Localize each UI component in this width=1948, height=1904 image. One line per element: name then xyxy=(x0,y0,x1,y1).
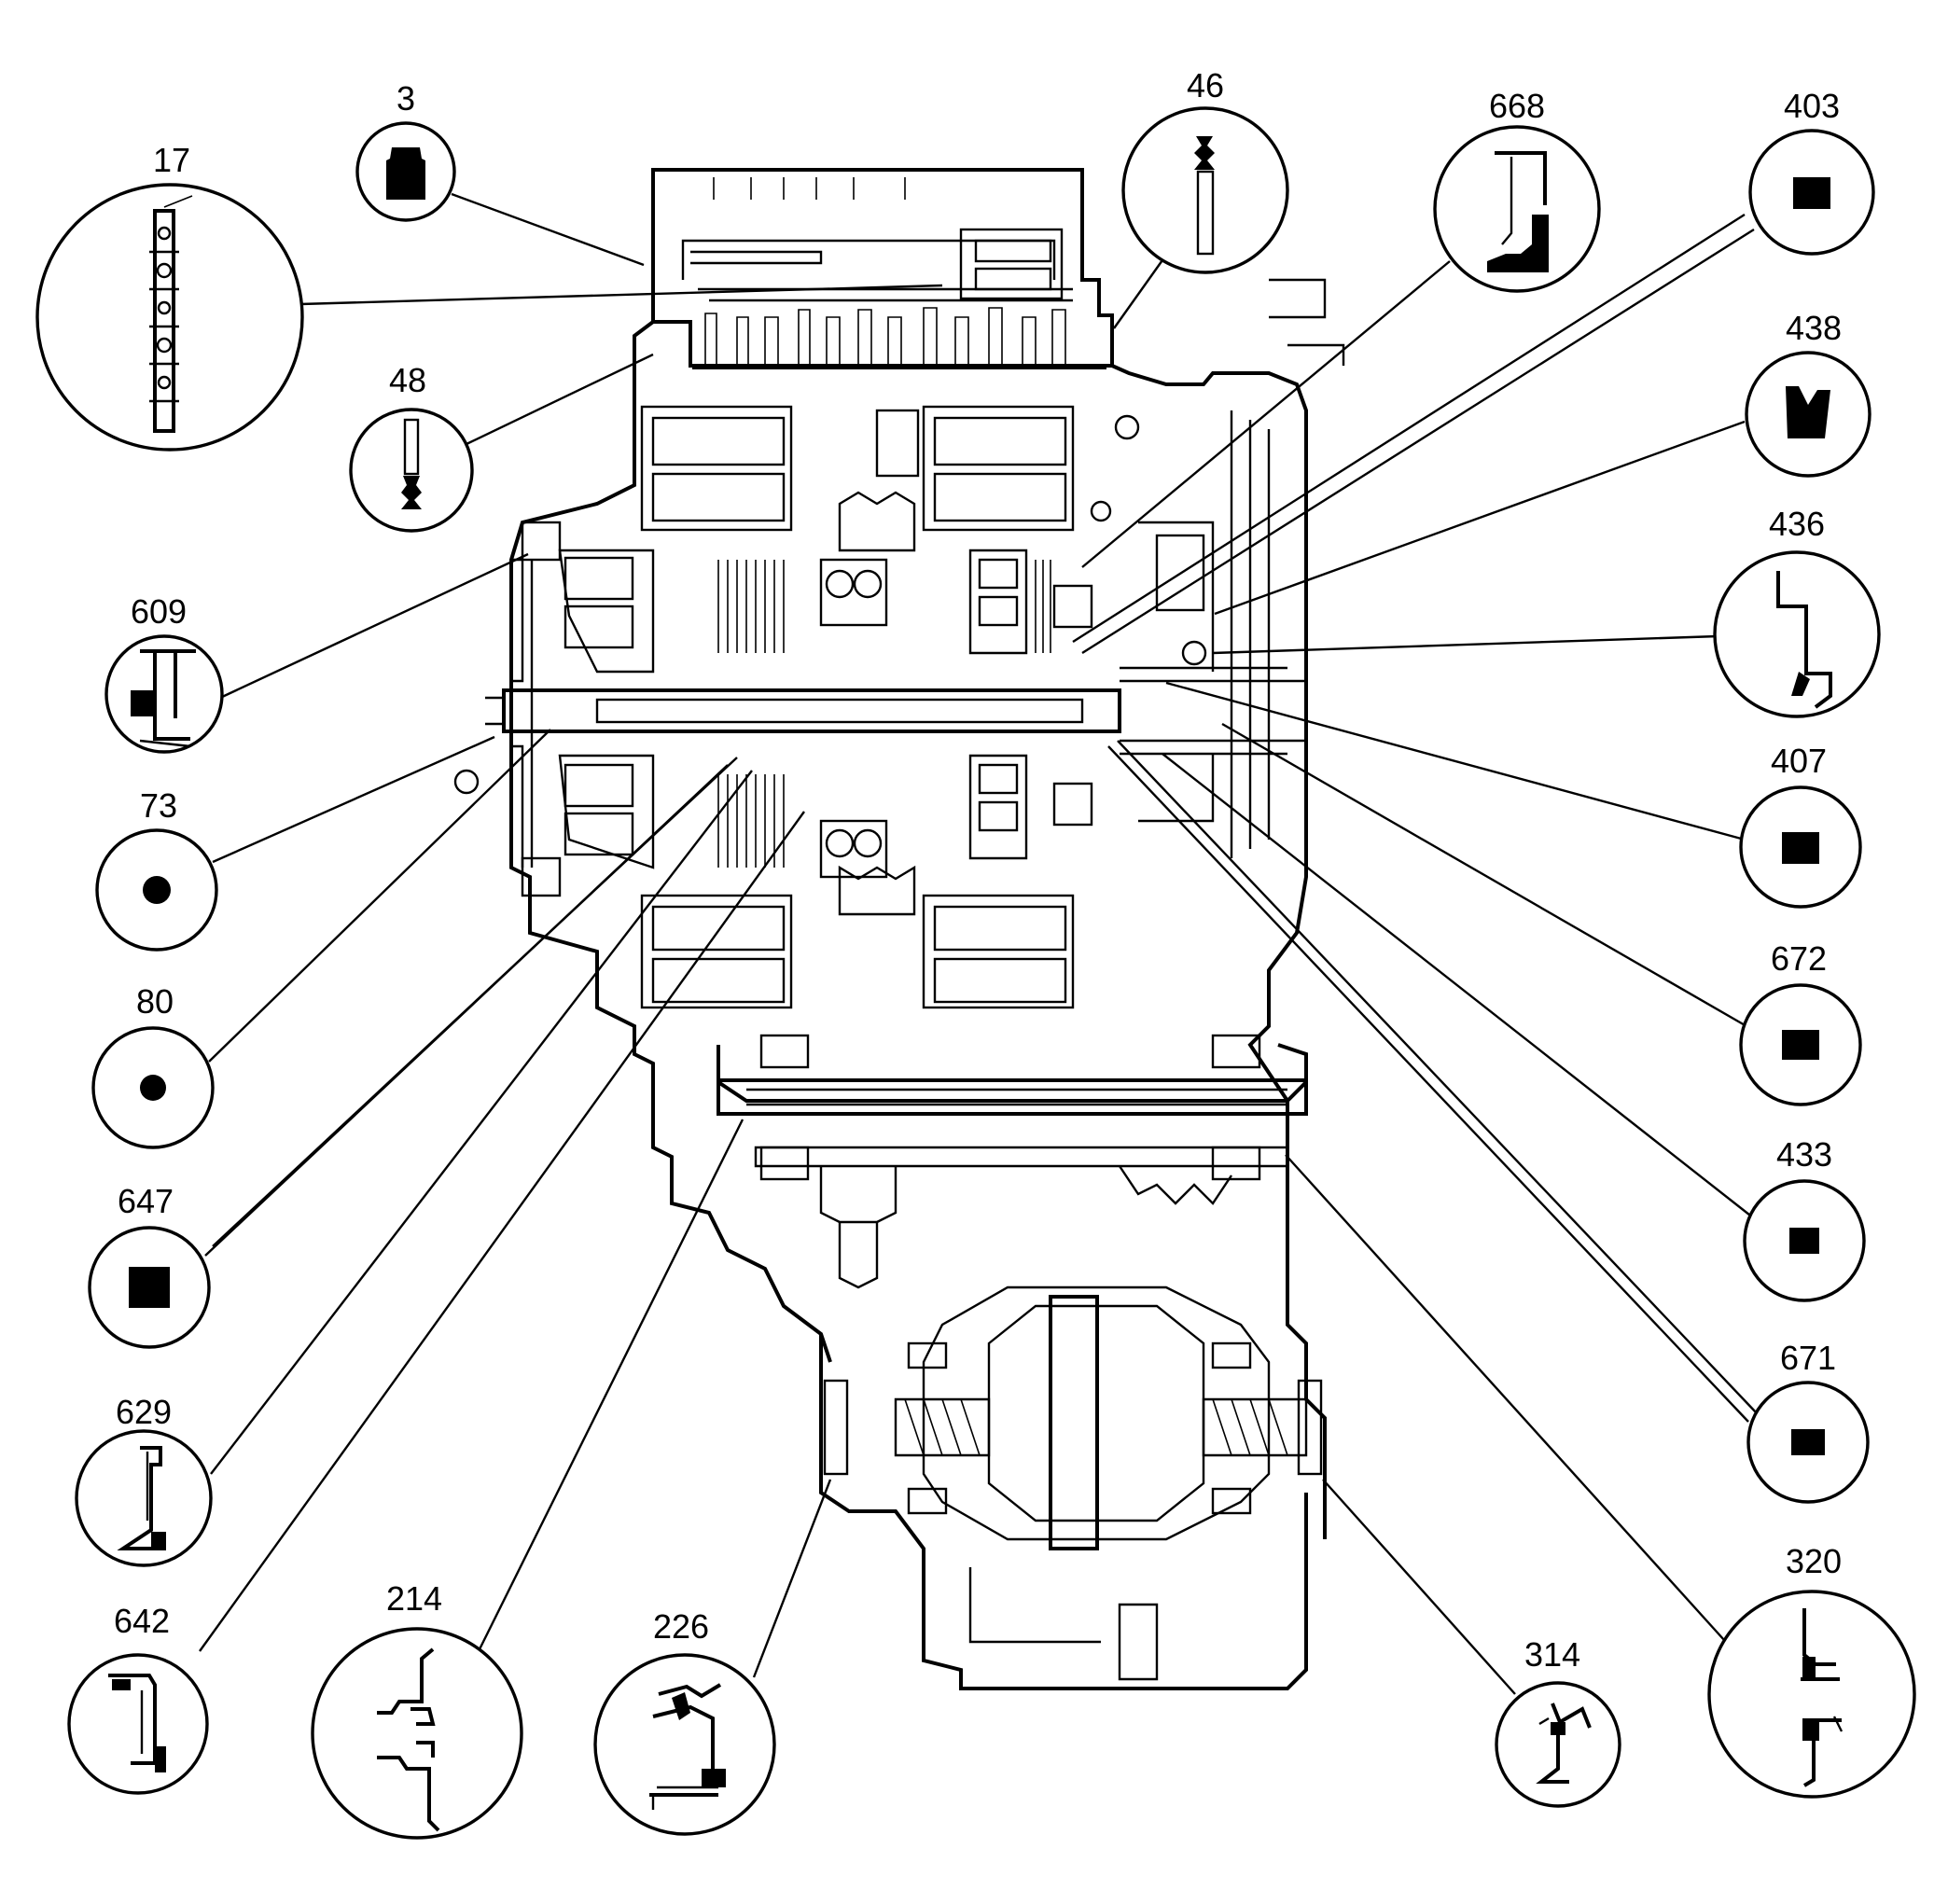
callout-226-label: 226 xyxy=(653,1607,709,1646)
callout-314-label: 314 xyxy=(1524,1635,1580,1674)
leader-48 xyxy=(466,353,654,446)
callout-73-label: 73 xyxy=(140,786,177,825)
seal-section-icon xyxy=(1801,1608,1844,1787)
leader-629 xyxy=(210,770,753,1475)
leader-671b xyxy=(1107,745,1749,1423)
callout-668-label: 668 xyxy=(1489,87,1545,125)
callout-438-label: 438 xyxy=(1786,309,1842,347)
leader-642 xyxy=(199,811,805,1652)
callout-320-label: 320 xyxy=(1786,1542,1842,1580)
leader-403a xyxy=(1072,213,1746,644)
callout-629: 629 xyxy=(75,1393,213,1567)
callout-214-label: 214 xyxy=(386,1579,442,1618)
callout-671: 671 xyxy=(1746,1339,1870,1504)
callout-3-label: 3 xyxy=(397,79,415,118)
square-seal-icon xyxy=(129,1267,170,1308)
callout-407: 407 xyxy=(1739,742,1862,909)
o-ring-icon xyxy=(140,1075,166,1101)
callout-436-label: 436 xyxy=(1769,505,1825,543)
bolt-icon xyxy=(1194,136,1215,256)
square-seal-icon xyxy=(1791,1429,1825,1455)
callout-48: 48 xyxy=(349,361,474,533)
callout-320: 320 xyxy=(1707,1542,1916,1799)
leader-314 xyxy=(1322,1479,1516,1695)
leader-672 xyxy=(1221,722,1747,1028)
square-seal-icon xyxy=(1782,832,1819,864)
leader-403b xyxy=(1081,228,1755,655)
leader-lines xyxy=(199,192,1759,1695)
leader-668 xyxy=(1081,260,1451,568)
plug-icon xyxy=(386,147,425,200)
seal-section-icon xyxy=(377,1647,440,1832)
callout-80: 80 xyxy=(91,982,215,1149)
transmission-cross-section xyxy=(453,168,1345,1690)
callout-642: 642 xyxy=(67,1602,209,1795)
seal-section-icon xyxy=(1487,151,1549,272)
leader-438 xyxy=(1214,420,1746,616)
callout-671-label: 671 xyxy=(1780,1339,1836,1377)
callout-407-label: 407 xyxy=(1771,742,1827,780)
callout-629-label: 629 xyxy=(116,1393,172,1431)
callout-214: 214 xyxy=(311,1579,523,1840)
seal-section-icon xyxy=(108,1674,166,1772)
leader-3 xyxy=(451,192,645,267)
callout-80-label: 80 xyxy=(136,982,174,1021)
callout-46: 46 xyxy=(1121,66,1289,274)
leader-609 xyxy=(219,552,529,700)
callout-17-label: 17 xyxy=(153,141,190,179)
callout-672-label: 672 xyxy=(1771,939,1827,978)
callout-403: 403 xyxy=(1748,87,1875,256)
seal-section-icon xyxy=(1536,1702,1592,1784)
callout-609: 609 xyxy=(104,592,224,754)
seal-section-icon xyxy=(131,649,196,748)
leader-226 xyxy=(752,1479,832,1678)
leader-214 xyxy=(474,1119,744,1658)
wedge-seal-icon xyxy=(1786,386,1830,438)
leader-80 xyxy=(208,729,551,1063)
callout-433-label: 433 xyxy=(1776,1135,1832,1174)
leader-433 xyxy=(1162,753,1755,1219)
callout-226: 226 xyxy=(593,1607,776,1836)
gasket-icon xyxy=(149,195,193,433)
callout-48-label: 48 xyxy=(389,361,426,399)
square-seal-icon xyxy=(1789,1228,1819,1254)
leader-320 xyxy=(1285,1154,1725,1641)
leader-647b xyxy=(212,757,738,1247)
callout-403-label: 403 xyxy=(1784,87,1840,125)
seal-section-icon xyxy=(649,1683,726,1810)
callout-642-label: 642 xyxy=(114,1602,170,1640)
callout-314: 314 xyxy=(1495,1635,1621,1808)
square-seal-icon xyxy=(1793,177,1830,209)
callout-668: 668 xyxy=(1433,87,1601,293)
leader-671a xyxy=(1117,740,1759,1415)
callout-46-label: 46 xyxy=(1187,66,1224,104)
callout-672: 672 xyxy=(1739,939,1862,1106)
callout-3: 3 xyxy=(355,79,456,222)
leader-73 xyxy=(212,735,495,864)
seal-section-icon xyxy=(1776,571,1832,709)
callout-647: 647 xyxy=(88,1182,211,1349)
square-seal-icon xyxy=(1782,1030,1819,1060)
o-ring-icon xyxy=(143,876,171,904)
leader-407 xyxy=(1165,681,1746,841)
leader-17 xyxy=(299,284,943,306)
seal-section-icon xyxy=(117,1446,166,1550)
callout-436: 436 xyxy=(1713,505,1881,718)
leader-436 xyxy=(1212,634,1719,655)
callout-433: 433 xyxy=(1743,1135,1866,1302)
callout-609-label: 609 xyxy=(131,592,187,631)
callout-438: 438 xyxy=(1745,309,1871,478)
callout-17: 17 xyxy=(35,141,304,452)
callout-647-label: 647 xyxy=(118,1182,174,1220)
bolt-icon xyxy=(401,418,422,509)
callout-73: 73 xyxy=(95,786,218,952)
